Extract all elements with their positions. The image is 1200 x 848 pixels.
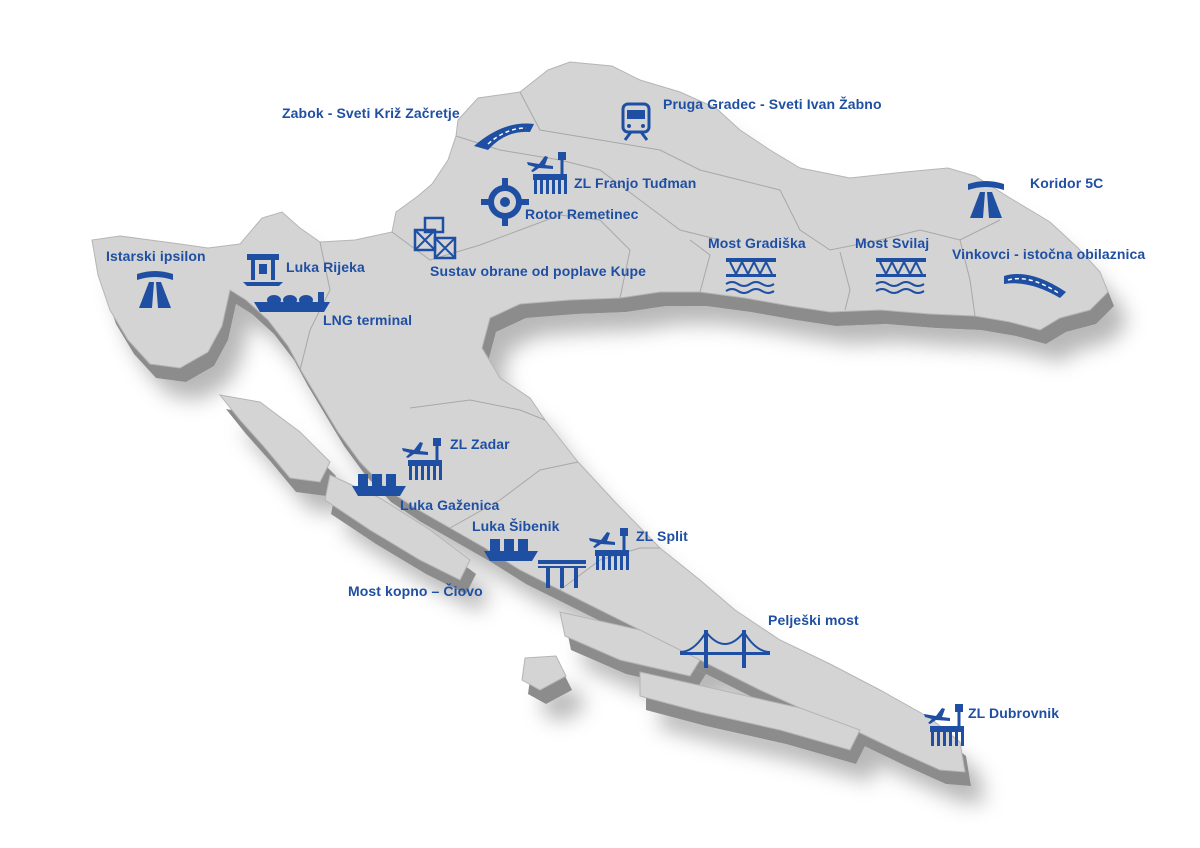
bridge-water-icon (725, 258, 776, 294)
label-zabok: Zabok - Sveti Križ Začretje (282, 105, 460, 121)
label-rijeka: Luka Rijeka (286, 259, 365, 275)
motorway-icon (137, 271, 173, 308)
airport-icon (527, 152, 567, 194)
label-zadar: ZL Zadar (450, 436, 510, 452)
label-dubrovnik: ZL Dubrovnik (968, 705, 1060, 721)
label-peljesac: Pelješki most (768, 612, 859, 628)
label-sibenik: Luka Šibenik (472, 518, 560, 534)
road-curve-icon (474, 123, 534, 150)
port-crane-icon (243, 254, 283, 286)
lng-ship-icon (254, 292, 330, 312)
label-lng: LNG terminal (323, 312, 413, 328)
label-gradec: Pruga Gradec - Sveti Ivan Žabno (663, 96, 882, 112)
cargo-ship-icon (352, 474, 406, 496)
cargo-ship-icon (484, 539, 538, 561)
airport-icon (402, 438, 442, 480)
motorway-icon (968, 181, 1004, 218)
map-land (91, 61, 1109, 773)
label-vinkovci: Vinkovci - istočna obilaznica (952, 246, 1146, 262)
roundabout-icon (481, 178, 529, 226)
label-gradiska: Most Gradiška (708, 235, 806, 251)
airport-icon (589, 528, 629, 570)
road-curve-icon (1004, 274, 1066, 298)
label-kupa: Sustav obrane od poplave Kupe (430, 263, 647, 279)
flood-barrier-icon (413, 216, 457, 260)
bridge-icon (538, 560, 586, 588)
label-istra: Istarski ipsilon (106, 248, 206, 264)
label-svilaj: Most Svilaj (855, 235, 930, 251)
label-remetinec: Rotor Remetinec (525, 206, 639, 222)
label-koridor: Koridor 5C (1030, 175, 1104, 191)
label-gazenica: Luka Gaženica (400, 497, 500, 513)
label-tudman: ZL Franjo Tuđman (574, 175, 697, 191)
suspension-bridge-icon (680, 630, 770, 668)
bridge-water-icon (875, 258, 926, 294)
label-split: ZL Split (636, 528, 688, 544)
airport-icon (924, 704, 964, 746)
label-ciovo: Most kopno – Čiovo (348, 583, 483, 599)
train-icon (621, 102, 651, 141)
